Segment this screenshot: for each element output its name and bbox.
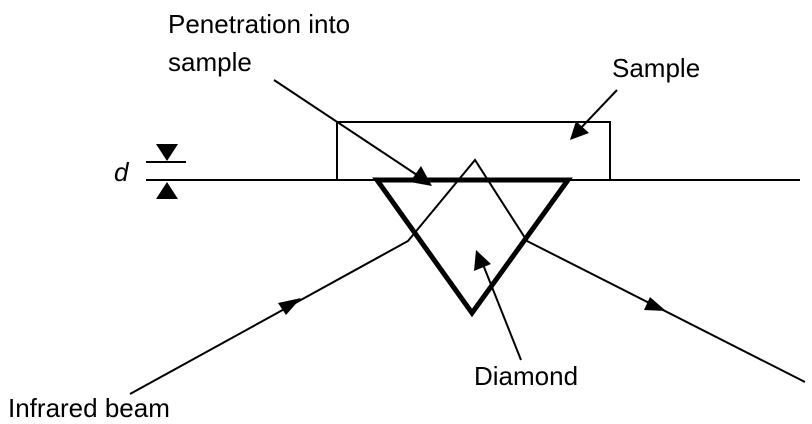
penetration-label-line1: Penetration into <box>168 9 351 39</box>
depth-marker-top-arrow <box>156 144 178 161</box>
sample-block <box>336 121 611 180</box>
diamond-leader-line <box>481 261 522 361</box>
diamond-crystal <box>372 177 573 318</box>
infrared-beam-path <box>129 158 806 395</box>
depth-label: d <box>114 157 129 187</box>
diamond-label: Diamond <box>474 361 579 391</box>
depth-marker-bottom-arrow <box>156 182 178 199</box>
infrared-beam-label: Infrared beam <box>8 393 170 423</box>
beam-arrow-outgoing <box>644 297 666 311</box>
diamond-leader-arrowhead <box>474 250 491 271</box>
sample-label: Sample <box>612 53 701 83</box>
sample-leader-arrowhead <box>570 121 589 140</box>
penetration-leader-arrowhead <box>410 166 432 186</box>
sample-leader-line <box>577 89 618 132</box>
beam-arrow-incoming <box>278 298 301 315</box>
penetration-leader-line <box>273 79 421 178</box>
penetration-label-line2: sample <box>168 47 252 77</box>
